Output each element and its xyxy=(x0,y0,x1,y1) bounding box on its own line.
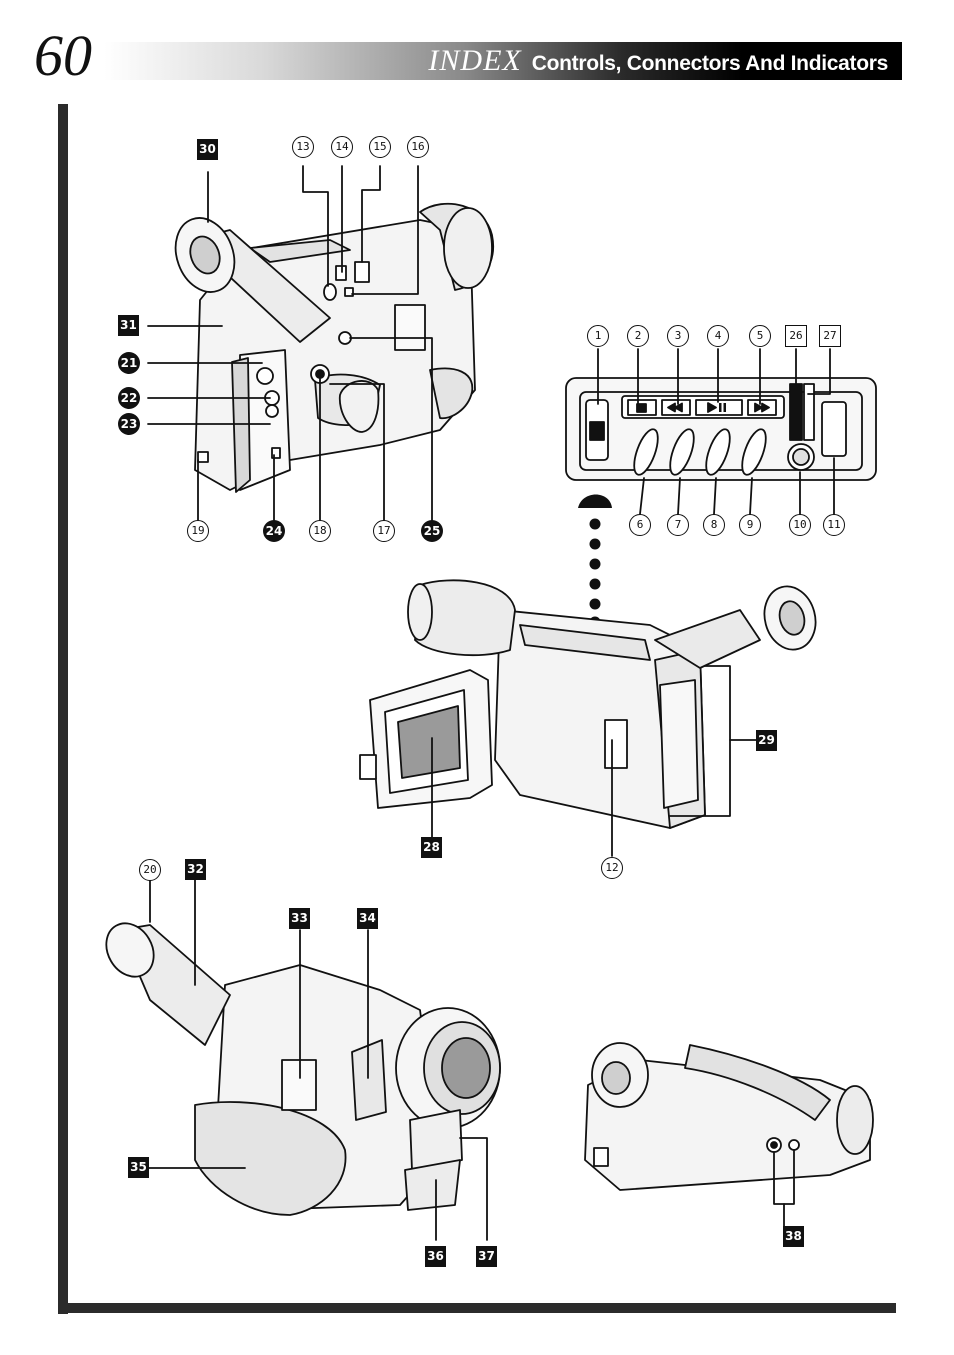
callout-14: 14 xyxy=(331,136,353,158)
page-number: 60 xyxy=(34,23,92,88)
callout-8: 8 xyxy=(703,514,725,536)
callout-5: 5 xyxy=(749,325,771,347)
control-panel-detail xyxy=(565,348,877,628)
callout-23: 23 xyxy=(118,413,140,435)
callout-11: 11 xyxy=(823,514,845,536)
rewind-icon xyxy=(667,402,683,413)
play-pause-icon xyxy=(707,402,717,413)
callout-22: 22 xyxy=(118,387,140,409)
header-subtitle: Controls, Connectors And Indicators xyxy=(531,52,889,75)
header-bar: INDEX Controls, Connectors And Indicators xyxy=(104,42,902,80)
callout-38: 38 xyxy=(783,1226,804,1247)
callout-32: 32 xyxy=(185,859,206,880)
callout-19: 19 xyxy=(187,520,209,542)
frame-bottom-rule xyxy=(58,1303,896,1313)
callout-33: 33 xyxy=(289,908,310,929)
header-index-word: INDEX xyxy=(428,44,522,77)
callout-26: 26 xyxy=(785,325,807,347)
callout-6: 6 xyxy=(629,514,651,536)
callout-34: 34 xyxy=(357,908,378,929)
callout-24: 24 xyxy=(263,520,285,542)
callout-1: 1 xyxy=(587,325,609,347)
callout-17: 17 xyxy=(373,520,395,542)
callout-9: 9 xyxy=(739,514,761,536)
callout-36: 36 xyxy=(425,1246,446,1267)
camera-bottom-view xyxy=(584,1042,874,1227)
callout-25: 25 xyxy=(421,520,443,542)
callout-15: 15 xyxy=(369,136,391,158)
callout-35: 35 xyxy=(128,1157,149,1178)
callout-7: 7 xyxy=(667,514,689,536)
callout-13: 13 xyxy=(292,136,314,158)
stop-icon xyxy=(636,403,647,413)
frame-left-rule xyxy=(58,104,68,1314)
callout-3: 3 xyxy=(667,325,689,347)
camera-front-view xyxy=(105,879,501,1241)
callout-4: 4 xyxy=(707,325,729,347)
callout-21: 21 xyxy=(118,352,140,374)
callout-20: 20 xyxy=(139,859,161,881)
callout-30: 30 xyxy=(197,139,218,160)
callout-16: 16 xyxy=(407,136,429,158)
callout-10: 10 xyxy=(789,514,811,536)
callout-31: 31 xyxy=(118,315,139,336)
callout-28: 28 xyxy=(421,837,442,858)
callout-18: 18 xyxy=(309,520,331,542)
fast-forward-icon xyxy=(754,402,770,413)
callout-29: 29 xyxy=(756,730,777,751)
callout-27: 27 xyxy=(819,325,841,347)
camera-lcd-open-view xyxy=(359,579,817,857)
header-title: INDEX Controls, Connectors And Indicators xyxy=(428,42,888,80)
callout-37: 37 xyxy=(476,1246,497,1267)
camera-side-view xyxy=(147,165,494,521)
callout-12: 12 xyxy=(601,857,623,879)
callout-2: 2 xyxy=(627,325,649,347)
